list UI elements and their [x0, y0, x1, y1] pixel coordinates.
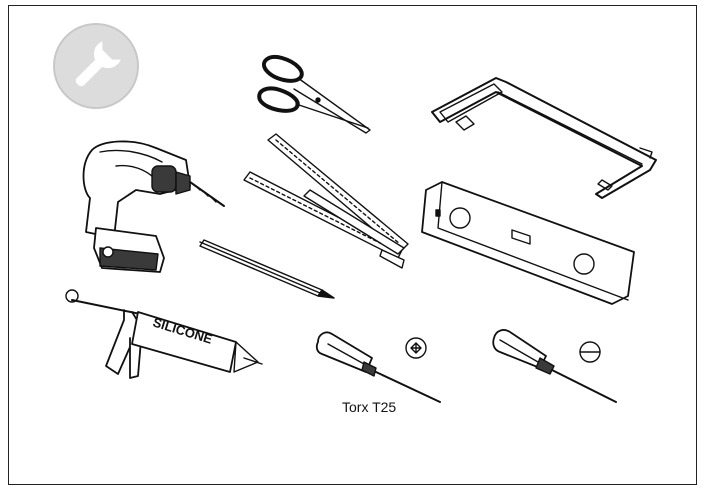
torx-caption: Torx T25 [342, 399, 397, 415]
scissors-icon [257, 55, 371, 134]
drill-icon [82, 140, 225, 273]
illustration-frame [8, 5, 697, 485]
folding-ruler-icon [243, 133, 409, 269]
torx-screwdriver-icon [315, 331, 441, 403]
pencil-icon [199, 239, 335, 299]
hacksaw-icon [431, 77, 657, 199]
caulking-gun-icon: SILICONE [65, 289, 263, 379]
spirit-level-icon [421, 181, 635, 305]
flat-screwdriver-icon [492, 329, 617, 403]
wrench-icon [53, 23, 139, 109]
